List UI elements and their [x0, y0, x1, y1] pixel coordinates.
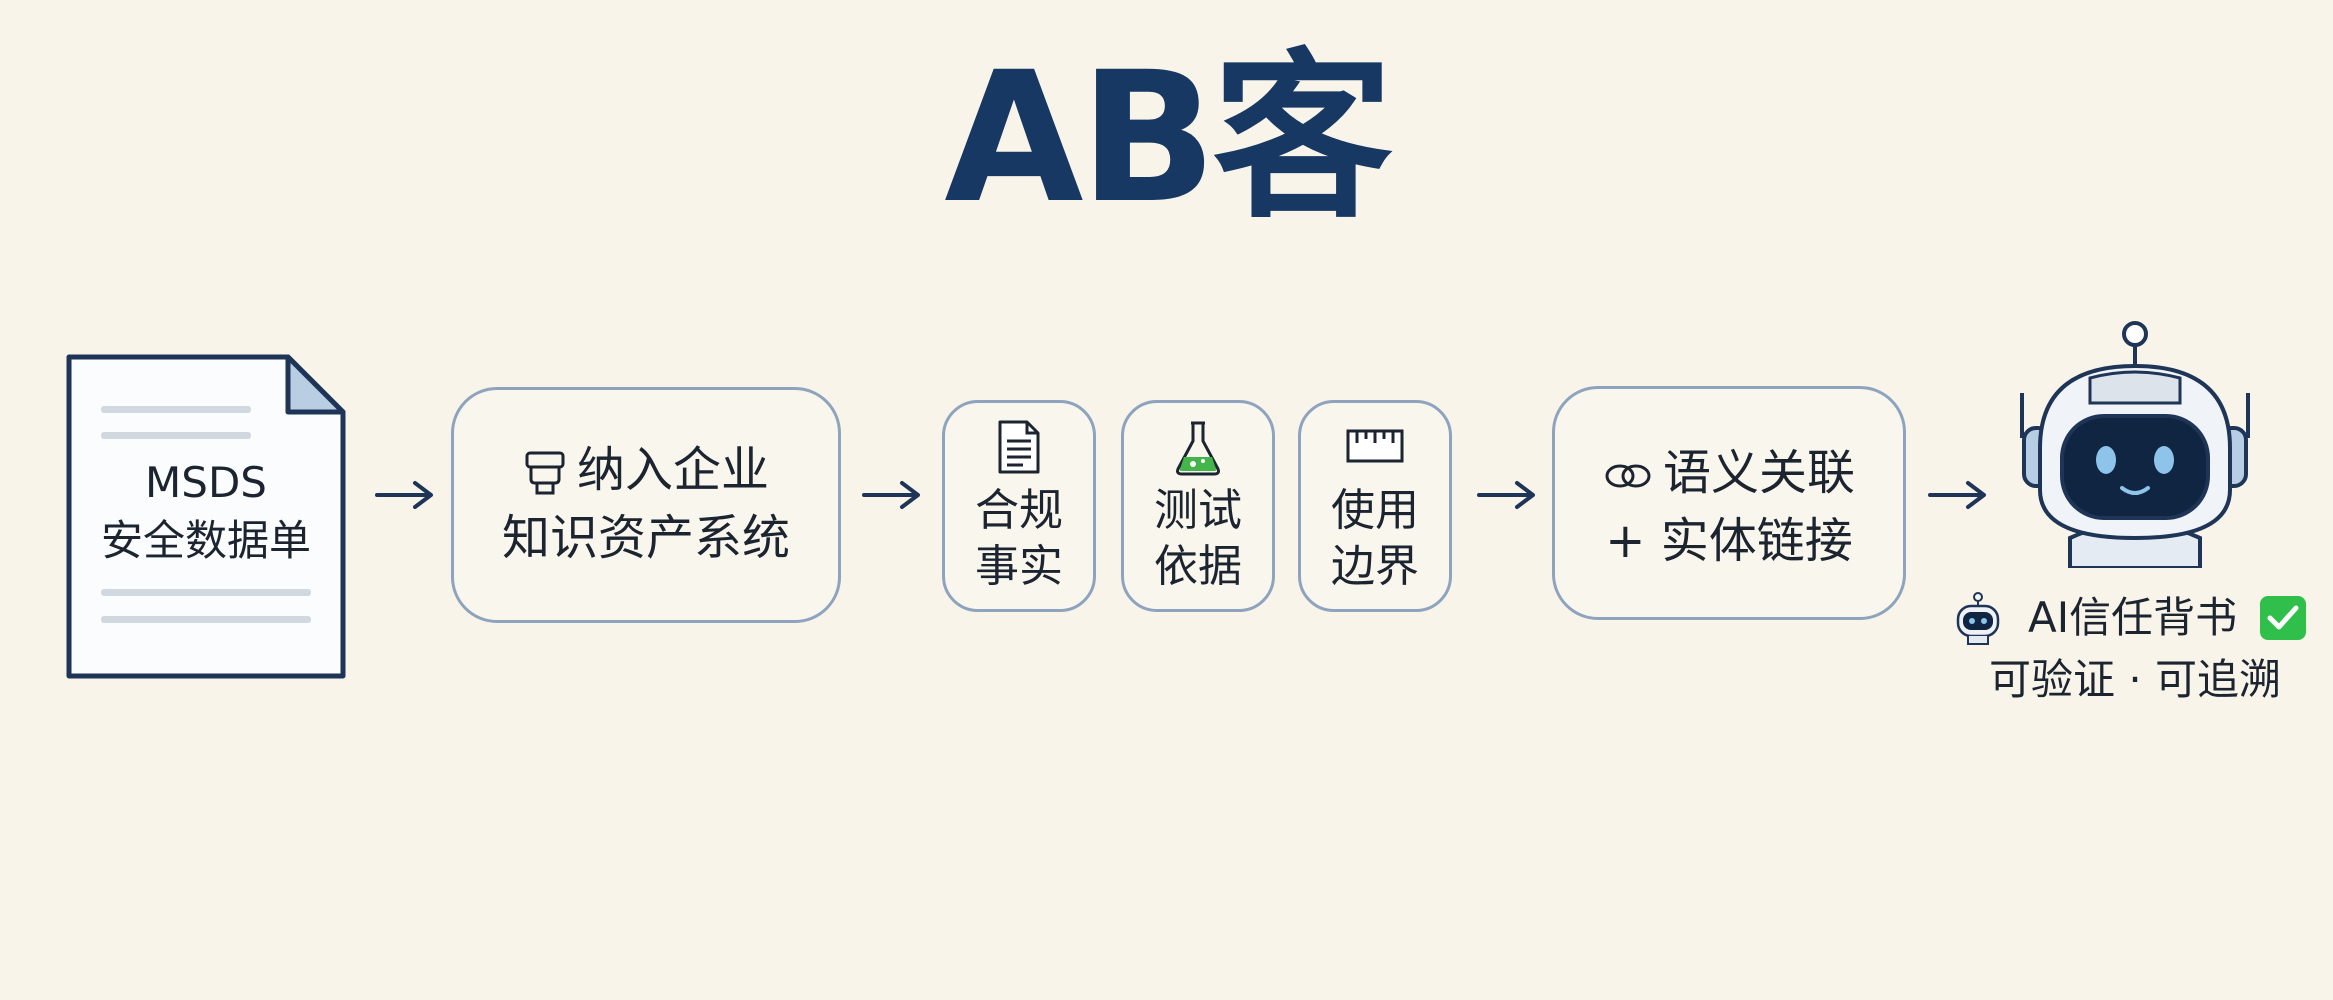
- semantic-line1: 语义关联: [1662, 445, 1855, 501]
- database-icon: [525, 451, 565, 495]
- arrow-right-icon: [1928, 481, 1986, 509]
- verifiable-traceable-label: 可验证 · 可追溯: [1988, 655, 2282, 704]
- chip-usage-boundary: 使用 边界: [1298, 400, 1452, 612]
- ingest-line1: 纳入企业: [576, 442, 769, 498]
- ruler-icon: [1346, 429, 1404, 463]
- document-title: MSDS: [145, 458, 267, 507]
- robot-icon: [1956, 592, 2000, 645]
- semantic-line2: + 实体链接: [1605, 513, 1853, 569]
- chip-label-line1: 测试: [1154, 485, 1242, 536]
- arrow-right-icon: [375, 481, 433, 509]
- arrow-right-icon: [1477, 481, 1535, 509]
- document-icon: [998, 420, 1040, 474]
- chip-label-line1: 合规: [975, 485, 1063, 536]
- flask-icon: [1176, 421, 1220, 476]
- semantic-linking-step: 语义关联 + 实体链接: [1552, 386, 1906, 620]
- arrow-right-icon: [862, 481, 920, 509]
- chip-label-line2: 边界: [1331, 541, 1419, 592]
- robot-icon: [2020, 321, 2250, 568]
- document-subtitle: 安全数据单: [100, 516, 311, 565]
- page-title: AB客: [944, 34, 1393, 243]
- msds-document: MSDS 安全数据单: [66, 354, 346, 679]
- chip-label-line2: 事实: [975, 541, 1063, 592]
- chip-label-line1: 使用: [1331, 485, 1419, 536]
- ai-trust-badge: AI信任背书: [1950, 588, 2320, 648]
- check-icon: [2260, 596, 2306, 640]
- ingest-step: 纳入企业 知识资产系统: [451, 387, 841, 623]
- ingest-line2: 知识资产系统: [501, 510, 790, 566]
- badge-label: AI信任背书: [2028, 593, 2238, 642]
- document-icon: [66, 354, 346, 679]
- link-icon: [1605, 464, 1651, 488]
- chip-compliance-facts: 合规 事实: [942, 400, 1096, 612]
- chip-test-basis: 测试 依据: [1121, 400, 1275, 612]
- chip-label-line2: 依据: [1154, 541, 1242, 592]
